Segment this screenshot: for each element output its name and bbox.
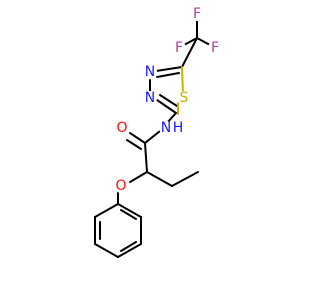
atom-f-right: F (211, 40, 219, 56)
bond-phenyl-6-1 (117, 203, 142, 218)
atom-h-amide: H (173, 120, 184, 136)
bond-s1-c5 (181, 66, 184, 95)
bond-c5-n4-double-b (156, 72, 180, 78)
bond-carbonyl-c-alpha (144, 142, 148, 173)
atom-n-ring-3: N (145, 90, 155, 106)
bond-carbonyl-double-a (129, 132, 146, 144)
bond-alpha-ethyl-c1 (146, 171, 173, 187)
bond-cf3-f-right (196, 37, 211, 46)
bond-cf3-ring (181, 37, 198, 68)
atom-s-ring: S (180, 90, 189, 106)
atom-o-carbonyl: O (116, 120, 127, 136)
bond-phenyl-3-4 (94, 243, 119, 258)
bond-phenyl-4-5 (117, 243, 142, 258)
bond-carbonyl-double-b (126, 139, 142, 150)
bonds (94, 20, 211, 258)
atom-labels: F F F N N S O N H O (114, 6, 222, 194)
bond-phenyl-1-2 (94, 203, 119, 218)
atom-f-top: F (193, 6, 201, 22)
atom-f-left: F (175, 40, 183, 56)
bond-n3-c2-double-b (159, 94, 178, 107)
bond-n-amide-c-carbonyl (144, 130, 161, 144)
bond-cf3-f-left (183, 37, 198, 46)
bond-phenyl-inner-b (120, 241, 137, 252)
bond-n3-c2-double-a (156, 99, 177, 114)
molecule-structure-diagram: F F F N N S O N H O (94, 6, 222, 258)
atom-n-ring-4: N (145, 64, 155, 80)
bond-alpha-o-ether (129, 171, 148, 183)
bond-ethyl-c1-c2 (171, 171, 199, 187)
atom-n-amide: N (161, 120, 171, 136)
atom-o-ether: O (115, 178, 126, 194)
bond-phenyl-inner-c (120, 209, 137, 220)
bond-c5-n4-double-a (155, 66, 183, 72)
